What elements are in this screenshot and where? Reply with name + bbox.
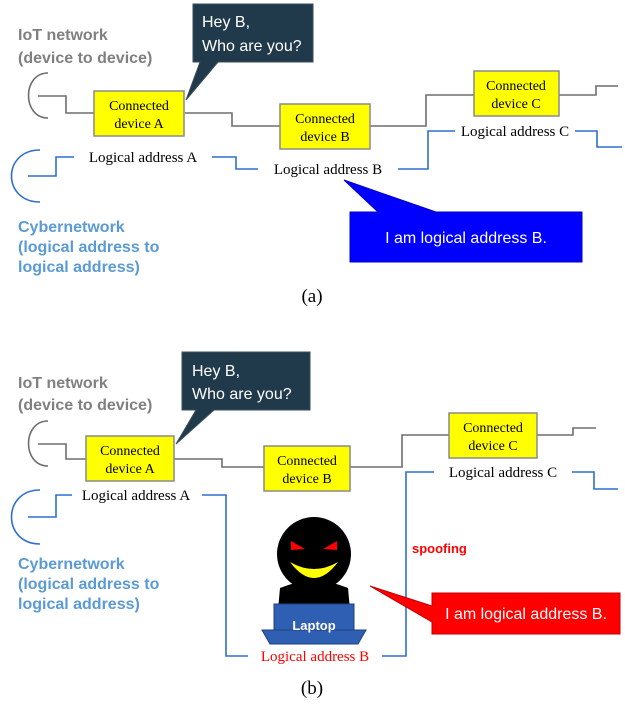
iot-network-title: IoT network — [18, 27, 108, 44]
iot-link-a-b — [174, 458, 264, 468]
query-text-line2: Who are you? — [192, 386, 292, 403]
iot-network-subtitle: (device to device) — [18, 397, 152, 414]
reply-speech-bubble: I am logical address B. — [343, 179, 583, 263]
cybernetwork-subtitle-line2: logical address) — [18, 259, 140, 276]
reply-text: I am logical address B. — [385, 230, 547, 247]
cyber-link-c-out — [572, 471, 618, 490]
cyber-link-a-spoofed-b — [202, 494, 248, 657]
iot-link-c-out — [559, 85, 618, 96]
device-a-label-line2: device A — [105, 462, 155, 477]
iot-link-b-c — [350, 434, 449, 468]
reply-speech-bubble-spoofed: I am logical address B. — [369, 585, 621, 635]
cyber-link-to-addr-a — [28, 494, 72, 518]
query-text-line1: Hey B, — [192, 363, 240, 380]
cybernetwork-title: Cybernetwork — [18, 556, 125, 573]
attacker-shoulders — [278, 581, 350, 610]
iot-network-title: IoT network — [18, 375, 108, 392]
iot-line-left-loop — [27, 72, 49, 119]
device-b: Connected device B — [263, 445, 351, 492]
attacker-left-eye — [291, 541, 305, 550]
attacker-right-eye — [323, 541, 337, 550]
logical-address-c: Logical address C — [461, 124, 569, 140]
iot-link-a-b — [185, 112, 280, 127]
logical-address-c: Logical address C — [449, 465, 557, 481]
device-a-label-line2: device A — [114, 117, 164, 132]
cybernetwork-subtitle-line2: logical address) — [18, 596, 140, 613]
attacker-figure — [277, 517, 351, 610]
attacker-grin — [290, 562, 338, 578]
iot-link-to-device-a — [38, 443, 86, 460]
reply-text-spoofed: I am logical address B. — [445, 606, 607, 623]
logical-address-a: Logical address A — [89, 150, 197, 166]
laptop-icon: Laptop — [261, 603, 367, 645]
spoofing-label: spoofing — [412, 541, 467, 556]
query-speech-bubble: Hey B, Who are you? — [185, 3, 314, 101]
panel-a: IoT network (device to device) Connected… — [10, 3, 622, 307]
iot-line-left-loop — [27, 420, 49, 467]
device-b-label-line2: device B — [300, 130, 349, 145]
query-text-line2: Who are you? — [202, 38, 302, 55]
query-text-line1: Hey B, — [202, 14, 250, 31]
cyber-line-left-loop — [10, 149, 41, 203]
device-c: Connected device C — [473, 70, 560, 117]
cybernetwork-title: Cybernetwork — [18, 219, 125, 236]
cyber-link-b-c — [398, 130, 455, 170]
cybernetwork-subtitle-line1: (logical address to — [18, 576, 160, 593]
cyber-link-to-addr-a — [28, 156, 74, 177]
cybernetwork-subtitle-line1: (logical address to — [18, 239, 160, 256]
panel-b: IoT network (device to device) Connected… — [10, 351, 621, 699]
cyber-link-spoofed-b-c — [382, 471, 434, 657]
device-c-label-line2: device C — [468, 439, 517, 454]
device-a-label-line1: Connected — [100, 444, 160, 459]
logical-address-b-spoofed: Logical address B — [261, 649, 369, 665]
device-c-label-line1: Connected — [463, 421, 523, 436]
device-a-label-line1: Connected — [109, 99, 169, 114]
attacker-head — [277, 517, 351, 591]
device-b: Connected device B — [279, 103, 371, 150]
cyber-link-c-out — [575, 130, 622, 148]
device-a: Connected device A — [85, 435, 175, 482]
query-speech-bubble: Hey B, Who are you? — [175, 351, 311, 445]
iot-link-c-out — [537, 427, 596, 436]
device-b-label-line1: Connected — [277, 454, 337, 469]
cyber-line-left-loop — [10, 489, 41, 545]
logical-address-b: Logical address B — [274, 162, 382, 178]
device-c: Connected device C — [448, 412, 538, 459]
caption-a: (a) — [301, 286, 322, 307]
logical-address-a: Logical address A — [82, 488, 190, 504]
iot-network-subtitle: (device to device) — [18, 50, 152, 67]
device-b-label-line1: Connected — [295, 112, 355, 127]
device-c-label-line1: Connected — [486, 79, 546, 94]
device-b-label-line2: device B — [282, 472, 331, 487]
device-c-label-line2: device C — [491, 97, 540, 112]
laptop-label: Laptop — [292, 618, 335, 633]
caption-b: (b) — [301, 678, 323, 699]
iot-link-b-c — [370, 94, 474, 127]
device-a: Connected device A — [93, 90, 185, 137]
iot-link-to-device-a — [38, 95, 94, 114]
cyber-link-a-b — [212, 156, 258, 170]
